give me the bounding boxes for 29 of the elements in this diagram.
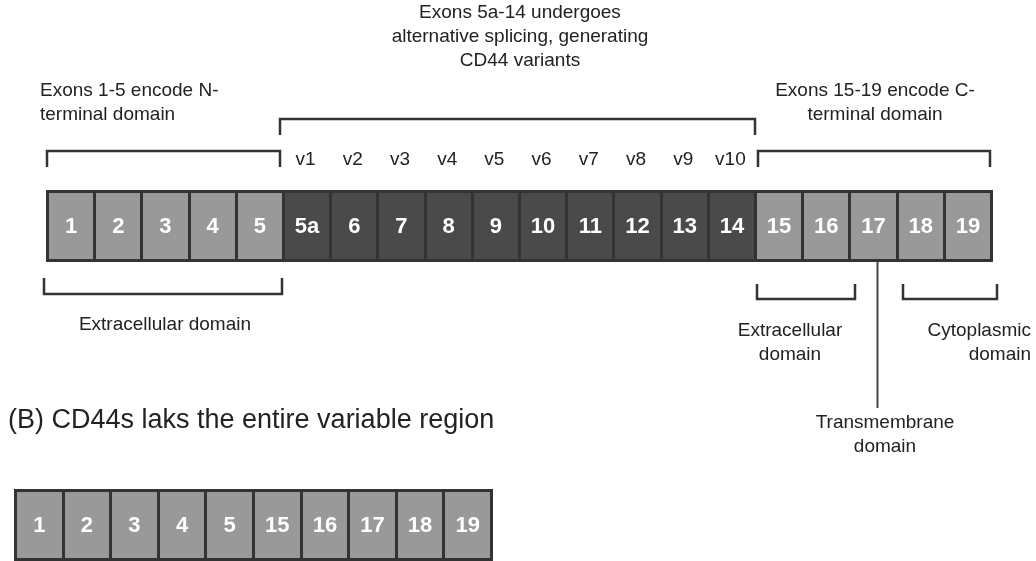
variant-label: v6 (530, 147, 553, 171)
variant-label: v1 (294, 147, 317, 171)
exon-box: 3 (140, 190, 191, 262)
variant-label: v8 (624, 147, 647, 171)
exon-box: 17 (848, 190, 899, 262)
region-label: Exons 5a-14 undergoes alternative splicing, generating CD44 variants (390, 0, 650, 72)
exon-box: 17 (347, 489, 398, 561)
variant-label: v5 (483, 147, 506, 171)
exon-box: 5 (204, 489, 255, 561)
region-label: Cytoplasmic domain (926, 318, 1031, 366)
leader-line (876, 261, 879, 409)
variant-label: v9 (672, 147, 695, 171)
exon-box: 12 (612, 190, 663, 262)
panel-heading: (B) CD44s laks the entire variable region (8, 403, 496, 436)
variant-label: v10 (714, 147, 747, 171)
exon-box: 3 (109, 489, 160, 561)
region-label: Extracellular domain (77, 312, 253, 336)
variant-label: v3 (388, 147, 411, 171)
exon-box: 1 (14, 489, 65, 561)
region-label: Exons 1-5 encode N-terminal domain (40, 78, 220, 126)
domain-label: Transmembrane domain (795, 410, 975, 458)
region-label: Extracellular domain (736, 318, 844, 366)
variant-label: v7 (577, 147, 600, 171)
variant-label: v2 (341, 147, 364, 171)
exon-box: 15 (252, 489, 303, 561)
variant-label: v4 (436, 147, 459, 171)
exon-box: 19 (442, 489, 493, 561)
region-label: Exons 15-19 encode C-terminal domain (774, 78, 976, 126)
exon-box: 7 (376, 190, 427, 262)
